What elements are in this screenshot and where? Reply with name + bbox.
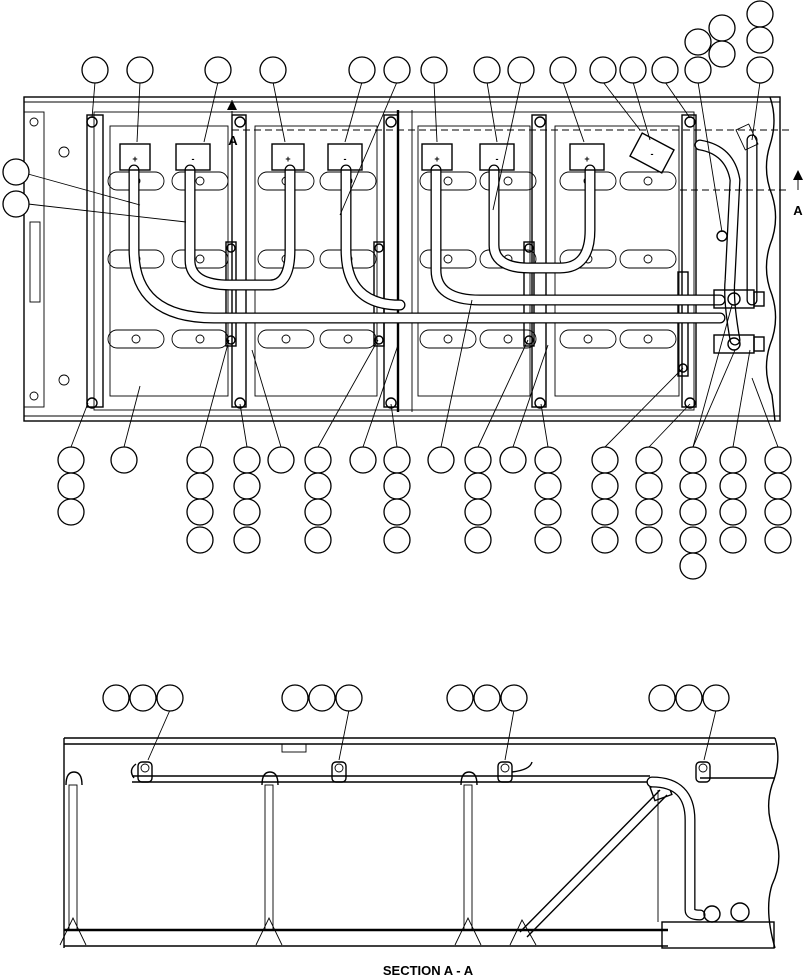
section-hose — [646, 776, 775, 949]
top-view: + - + - + - + - — [2, 0, 803, 580]
hold-down-bolts — [86, 116, 696, 409]
section-a-a-view: SECTION A - A — [59, 684, 780, 978]
hold-down-bar — [86, 114, 104, 408]
terminal-positive-label: + — [285, 154, 290, 164]
section-letter-top: A — [228, 133, 238, 148]
section-letter-right: A — [793, 203, 803, 218]
section-callout-leaders — [147, 709, 717, 761]
hold-down-bar — [681, 114, 697, 408]
callout-leaders-top — [27, 81, 761, 233]
break-line-right — [765, 96, 777, 422]
section-callout-bubbles — [102, 684, 730, 712]
terminal-negative-label: - — [651, 149, 654, 159]
terminal-positive-label: + — [132, 154, 137, 164]
battery-cables — [128, 134, 758, 346]
diagonal-strap — [509, 780, 673, 946]
terminal-negative-label: - — [344, 154, 347, 164]
section-caption: SECTION A - A — [383, 963, 474, 978]
terminal-negative-label: - — [192, 154, 195, 164]
battery-terminals: + - + - + - + - — [119, 132, 675, 174]
callout-bubbles-bottom — [57, 446, 792, 580]
cable-connector-block — [713, 123, 765, 354]
terminal-negative-label: - — [496, 154, 499, 164]
terminal-positive-label: + — [434, 154, 439, 164]
hold-down-bar — [231, 114, 247, 408]
left-mounting-flange — [23, 111, 45, 408]
hold-down-bar — [383, 114, 399, 408]
hold-down-rods — [59, 771, 482, 946]
callout-bubbles-top — [2, 0, 774, 218]
break-line-section — [767, 737, 780, 949]
callout-leaders-bottom — [70, 299, 779, 448]
section-clamps — [130, 761, 711, 783]
hold-down-bar — [531, 114, 547, 408]
section-arrows: A A — [227, 100, 803, 218]
terminal-positive-label: + — [584, 154, 589, 164]
